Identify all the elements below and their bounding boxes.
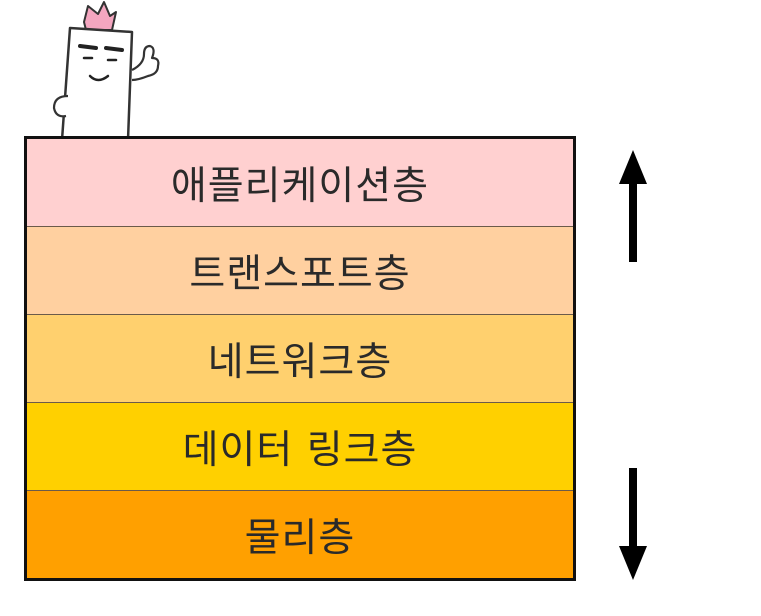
arrow-up-icon: [619, 150, 647, 262]
layer-label: 물리층: [244, 515, 356, 561]
arrow-down-icon: [619, 468, 647, 580]
layer-label: 네트워크층: [207, 339, 393, 385]
layer-stack: 애플리케이션층 트랜스포트층 네트워크층 데이터 링크층 물리층: [24, 136, 576, 581]
paper-mascot-icon: [52, 1, 160, 140]
layer-application: 애플리케이션층: [27, 139, 573, 226]
layer-label: 데이터 링크층: [182, 427, 418, 473]
layer-data-link: 데이터 링크층: [27, 402, 573, 490]
layer-transport: 트랜스포트층: [27, 226, 573, 314]
layer-physical: 물리층: [27, 490, 573, 578]
layer-label: 애플리케이션층: [170, 163, 430, 209]
layer-network: 네트워크층: [27, 314, 573, 402]
layer-label: 트랜스포트층: [189, 251, 411, 297]
